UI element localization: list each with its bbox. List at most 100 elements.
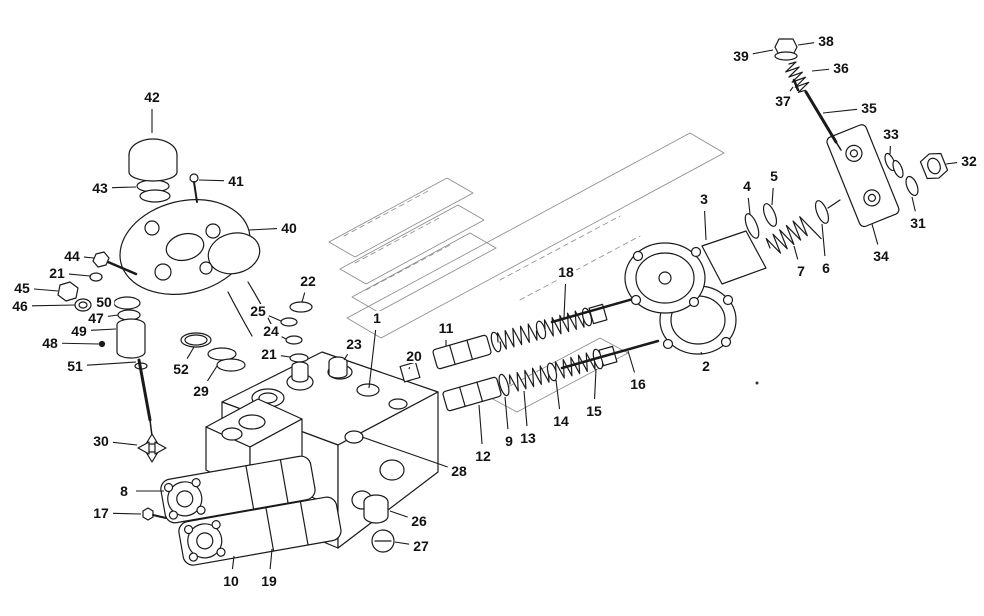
leader-line-21 xyxy=(280,355,291,358)
callout-label-15: 15 xyxy=(584,403,604,419)
spring-36 xyxy=(785,61,810,93)
leader-line-34 xyxy=(871,223,879,245)
callout-label-2: 2 xyxy=(700,358,712,374)
callout-label-10: 10 xyxy=(221,573,241,589)
cap-42 xyxy=(128,138,178,182)
leader-line-36 xyxy=(811,68,830,72)
leader-line-38 xyxy=(797,42,815,46)
rod-18 xyxy=(550,295,642,324)
callout-label-34: 34 xyxy=(871,248,891,264)
leader-line-20 xyxy=(408,367,411,370)
spring-seat-30 xyxy=(137,433,167,463)
relief-assembly xyxy=(744,124,949,385)
washer-21 xyxy=(89,272,103,282)
leader-line-9 xyxy=(504,396,509,430)
callout-label-11: 11 xyxy=(436,320,456,336)
ring-25 xyxy=(280,317,298,327)
pin-48 xyxy=(98,340,106,348)
callout-label-17: 17 xyxy=(91,505,111,521)
plate-4 xyxy=(744,213,760,239)
section-10 xyxy=(178,496,342,566)
washer-9 xyxy=(498,373,510,397)
washer-31 xyxy=(905,175,919,197)
leader-line-48 xyxy=(61,342,100,345)
leader-line-35 xyxy=(822,108,858,114)
callout-label-6: 6 xyxy=(820,260,832,276)
leader-line-24 xyxy=(281,336,287,340)
leader-line-3 xyxy=(704,210,707,241)
callout-label-29: 29 xyxy=(191,383,211,399)
callout-label-22: 22 xyxy=(298,273,318,289)
leader-line-4 xyxy=(747,197,751,215)
leader-line-17 xyxy=(112,512,142,515)
callout-label-51: 51 xyxy=(65,358,85,374)
leader-line-52 xyxy=(186,346,195,359)
ring-24 xyxy=(285,335,303,345)
spring-upper-a xyxy=(496,323,538,350)
leader-line-10 xyxy=(231,555,235,570)
plug-27 xyxy=(371,529,395,553)
leader-line-12 xyxy=(478,404,483,445)
bottom-valve-sections xyxy=(142,455,395,566)
leader-line-46 xyxy=(31,304,76,307)
callout-label-30: 30 xyxy=(91,433,111,449)
callout-label-50: 50 xyxy=(94,294,114,310)
pin-37 xyxy=(792,78,800,92)
leader-line-37 xyxy=(789,86,794,92)
leader-line-40 xyxy=(248,228,278,231)
leader-line-39 xyxy=(752,49,774,55)
callout-label-37: 37 xyxy=(773,93,793,109)
callout-label-14: 14 xyxy=(551,413,571,429)
leader-line-49 xyxy=(90,328,117,331)
callout-label-42: 42 xyxy=(142,89,162,105)
spool-12 xyxy=(442,376,502,412)
leader-line-1 xyxy=(368,329,377,389)
spool-spring-stacks xyxy=(399,295,660,412)
leader-line-19 xyxy=(269,548,273,570)
callout-label-21: 21 xyxy=(259,346,279,362)
spring-13 xyxy=(508,365,550,392)
callout-label-24: 24 xyxy=(261,323,281,339)
callout-label-23: 23 xyxy=(344,336,364,352)
gasket-plate-outlines xyxy=(328,132,725,413)
callout-label-27: 27 xyxy=(411,538,431,554)
leader-line-2 xyxy=(700,351,703,355)
callout-label-49: 49 xyxy=(69,323,89,339)
callout-label-12: 12 xyxy=(473,448,493,464)
leader-line-29 xyxy=(207,365,218,382)
leader-line-28 xyxy=(361,436,448,468)
leader-line-25 xyxy=(268,315,282,322)
leader-line-22 xyxy=(301,292,306,303)
ring-22 xyxy=(289,301,313,313)
actuator-housing xyxy=(701,230,767,285)
leader-line-15 xyxy=(594,368,597,400)
end-block-34 xyxy=(826,124,900,228)
leader-line-7 xyxy=(793,245,799,260)
spring-upper-b xyxy=(543,310,585,337)
callout-label-43: 43 xyxy=(90,180,110,196)
callout-label-45: 45 xyxy=(12,280,32,296)
leader-line-16 xyxy=(627,350,636,373)
rod-16 xyxy=(560,339,660,370)
leader-line-21 xyxy=(68,273,91,277)
leader-line-6 xyxy=(821,223,826,257)
leader-line-43 xyxy=(111,186,137,189)
callout-label-38: 38 xyxy=(816,33,836,49)
stud-44 xyxy=(92,251,110,268)
rod-51 xyxy=(137,358,152,422)
washer-6 xyxy=(814,200,830,224)
callout-label-39: 39 xyxy=(731,48,751,64)
callout-label-48: 48 xyxy=(40,335,60,351)
bolt-17 xyxy=(142,507,154,521)
callout-label-25: 25 xyxy=(248,303,268,319)
leader-line-5 xyxy=(771,187,774,206)
leader-line-51 xyxy=(86,361,137,366)
pin-35 xyxy=(804,90,838,144)
leader-line-23 xyxy=(343,353,349,361)
callout-label-13: 13 xyxy=(518,430,538,446)
callout-label-4: 4 xyxy=(741,178,753,194)
leader-line-26 xyxy=(389,510,408,518)
